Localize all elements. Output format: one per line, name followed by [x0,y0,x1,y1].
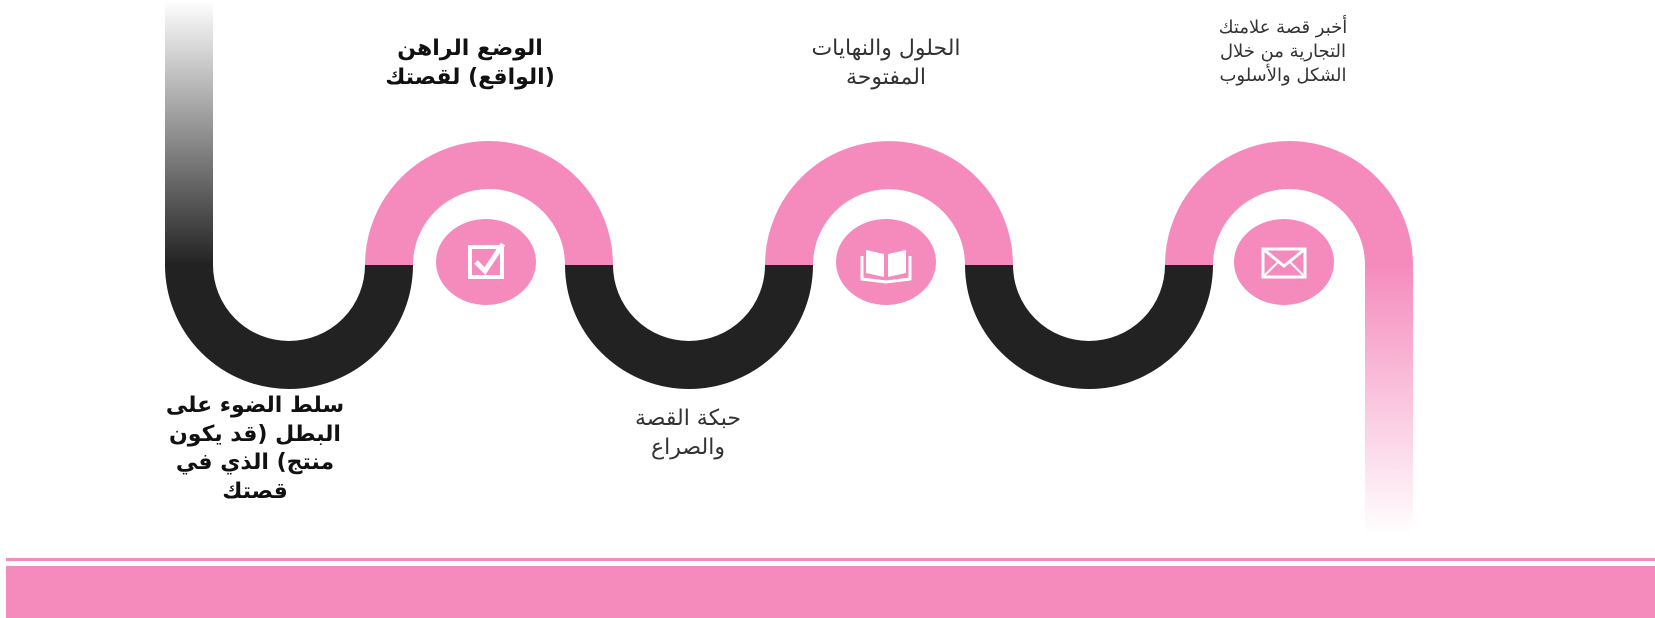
open-book-icon [836,219,936,305]
bottom-band [6,566,1655,618]
dark-arc-1 [165,264,413,389]
pink-arc-1 [365,141,613,266]
dark-arc-2 [565,264,813,389]
right-stem [1365,265,1413,535]
dark-arc-3 [965,264,1213,389]
checkbox-icon [436,219,536,305]
step-label-plot-conflict: حبكة القصة والصراع [635,406,741,461]
step-label-hero-spotlight: سلط الضوء على البطل (قد يكون منتج) الذي … [165,393,345,504]
left-stem [165,0,213,265]
step-label-solutions-endings: الحلول والنهايات المفتوحة [811,36,961,91]
step-label-brand-story: أخبر قصة علامتك التجارية من خلال الشكل و… [1218,17,1348,86]
bottom-rule [6,558,1655,561]
envelope-icon [1234,219,1334,305]
pink-arc-3 [1165,141,1413,266]
pink-arc-2 [765,141,1013,266]
step-label-current-state: الوضع الراهن (الواقع) لقصتك [385,36,555,91]
